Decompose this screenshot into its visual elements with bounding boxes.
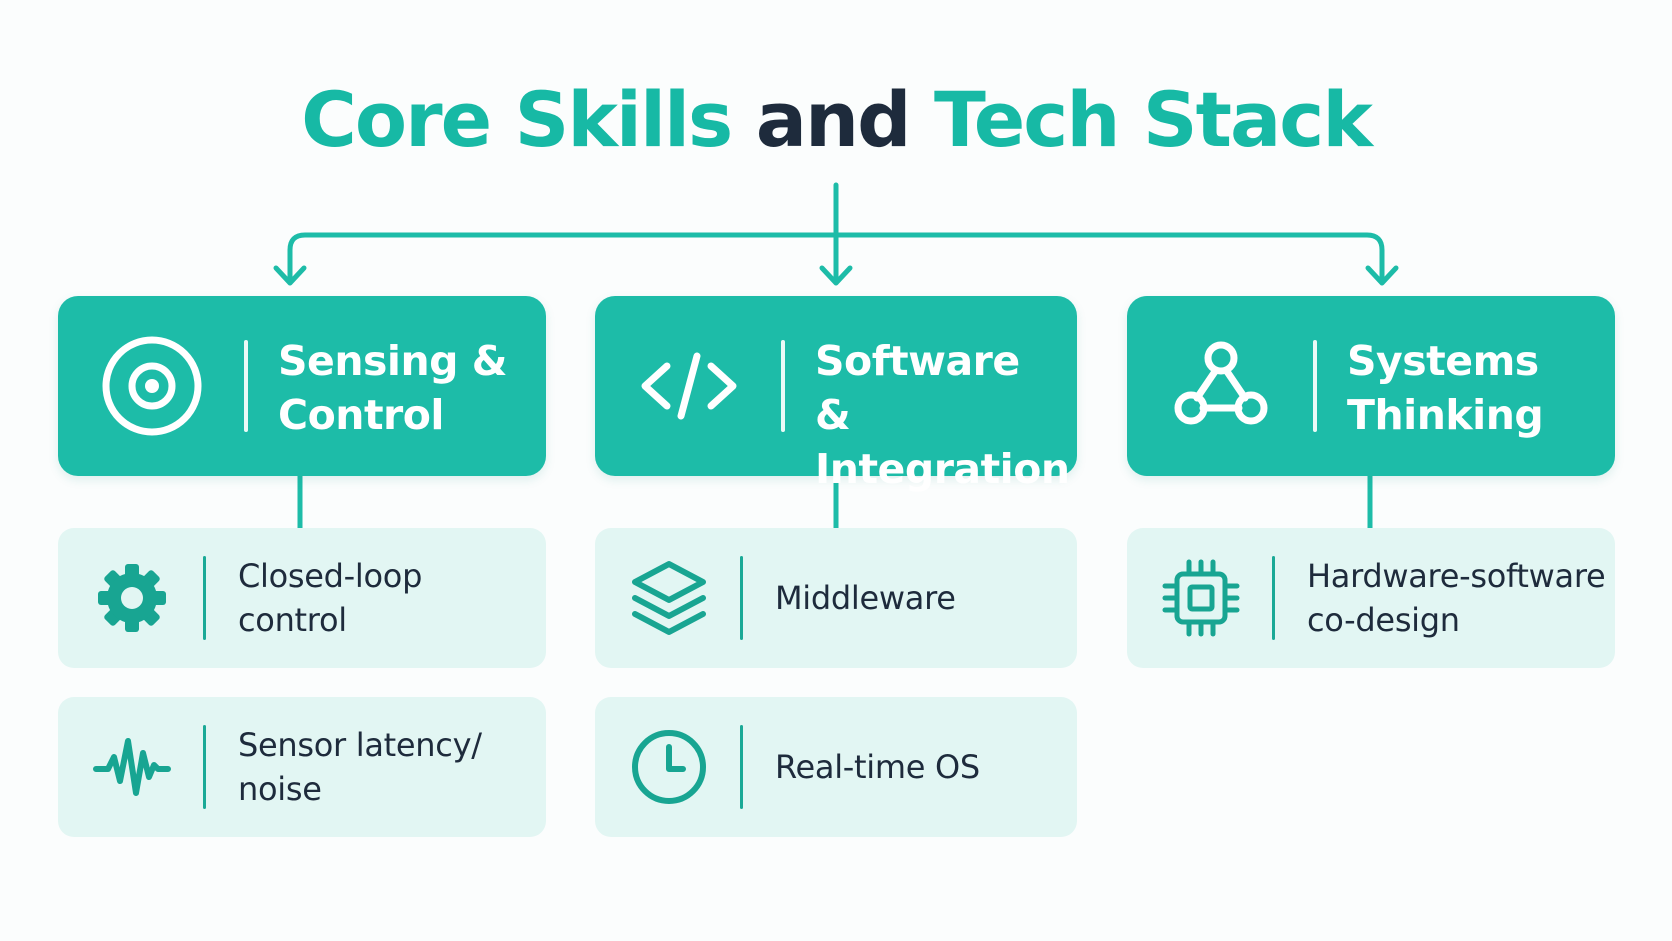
layers-icon [632, 561, 706, 635]
chip-icon [1162, 559, 1240, 637]
title-part-core-skills: Core Skills [301, 75, 756, 164]
title-part-tech-stack: Tech Stack [909, 75, 1373, 164]
header-divider [244, 340, 248, 432]
item-card-hardware-software-co-design: Hardware-software co-design [1127, 528, 1615, 668]
header-label-sensing-control: Sensing & Control [278, 337, 508, 439]
item-label-real-time-os: Real-time OS [775, 748, 980, 786]
item-label-middleware: Middleware [775, 579, 956, 617]
clock-icon [632, 730, 706, 804]
item-label-closed-loop-control: Closed-loop control [238, 557, 423, 639]
title-part-and: and [755, 75, 912, 164]
arrow-head-left [273, 265, 307, 286]
branch-connector [287, 232, 1385, 283]
item-card-middleware: Middleware [595, 528, 1077, 668]
arrow-head-middle [819, 265, 853, 286]
item-divider [203, 725, 206, 809]
header-card-systems-thinking: Systems Thinking [1127, 296, 1615, 476]
arrow-head-right [1365, 265, 1399, 286]
header-card-software-integration: Software & Integration [595, 296, 1077, 493]
target-icon [102, 336, 202, 436]
header-divider [781, 340, 785, 432]
gear-icon [98, 564, 166, 632]
item-card-closed-loop-control: Closed-loop control [58, 528, 546, 668]
item-card-sensor-latency-noise: Sensor latency/ noise [58, 697, 546, 837]
item-label-sensor-latency-noise: Sensor latency/ noise [238, 726, 482, 808]
code-brackets-icon [641, 352, 737, 420]
item-divider [740, 725, 743, 809]
item-divider [1272, 556, 1275, 640]
header-label-systems-thinking: Systems Thinking [1347, 337, 1544, 439]
item-label-hardware-software-co-design: Hardware-software co-design [1307, 557, 1606, 639]
item-divider [203, 556, 206, 640]
item-card-real-time-os: Real-time OS [595, 697, 1077, 837]
header-card-sensing-control: Sensing & Control [58, 296, 546, 476]
network-nodes-icon [1174, 341, 1268, 425]
header-divider [1313, 340, 1317, 432]
page-title: Core Skills and Tech Stack [0, 82, 1672, 158]
header-label-software-integration: Software & Integration [815, 337, 1070, 493]
item-divider [740, 556, 743, 640]
waveform-icon [93, 738, 171, 796]
